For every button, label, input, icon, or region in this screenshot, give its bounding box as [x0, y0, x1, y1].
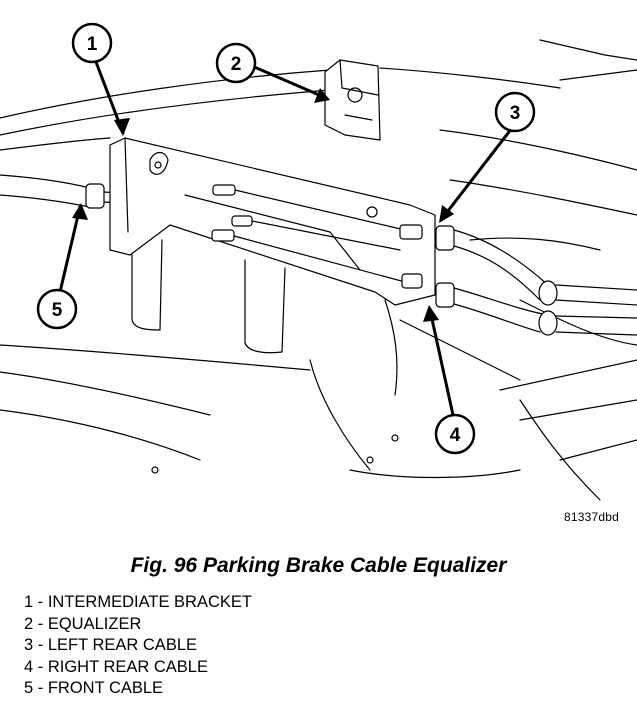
legend-item: 3 - LEFT REAR CABLE: [24, 636, 198, 655]
callout-3-label: 3: [510, 103, 521, 124]
legend-item: 5 - FRONT CABLE: [24, 679, 164, 698]
callout-arrowheads: [72, 88, 454, 322]
figure-caption: Fig. 96 Parking Brake Cable Equalizer: [130, 554, 507, 577]
legend-item: 2 - EQUALIZER: [24, 614, 142, 633]
legend-item: 4 - RIGHT REAR CABLE: [24, 657, 208, 676]
equalizer-rods: [211, 184, 423, 289]
parts-legend: 1 - INTERMEDIATE BRACKET 2 - EQUALIZER 3…: [24, 592, 252, 700]
callout-1-label: 1: [87, 34, 98, 55]
callout-2-label: 2: [231, 54, 242, 75]
intermediate-bracket: [109, 137, 436, 306]
floor-details: [151, 434, 399, 474]
equalizer-clip: [324, 59, 381, 141]
callout-4: 4: [434, 413, 476, 455]
floor-pan-slots: [131, 239, 398, 396]
callout-5-label: 5: [52, 300, 63, 321]
callout-3: 3: [494, 91, 536, 133]
callout-4-label: 4: [450, 425, 461, 446]
callout-1: 1: [71, 22, 113, 64]
callout-2: 2: [215, 42, 257, 84]
cable-equalizer-illustration: 1 2 3 4 5: [0, 22, 637, 501]
image-code: 81337dbd: [564, 510, 619, 524]
underbody-outline: [0, 39, 637, 501]
rear-cables: [435, 225, 637, 336]
callout-5: 5: [36, 288, 78, 330]
legend-item: 1 - INTERMEDIATE BRACKET: [24, 593, 252, 611]
